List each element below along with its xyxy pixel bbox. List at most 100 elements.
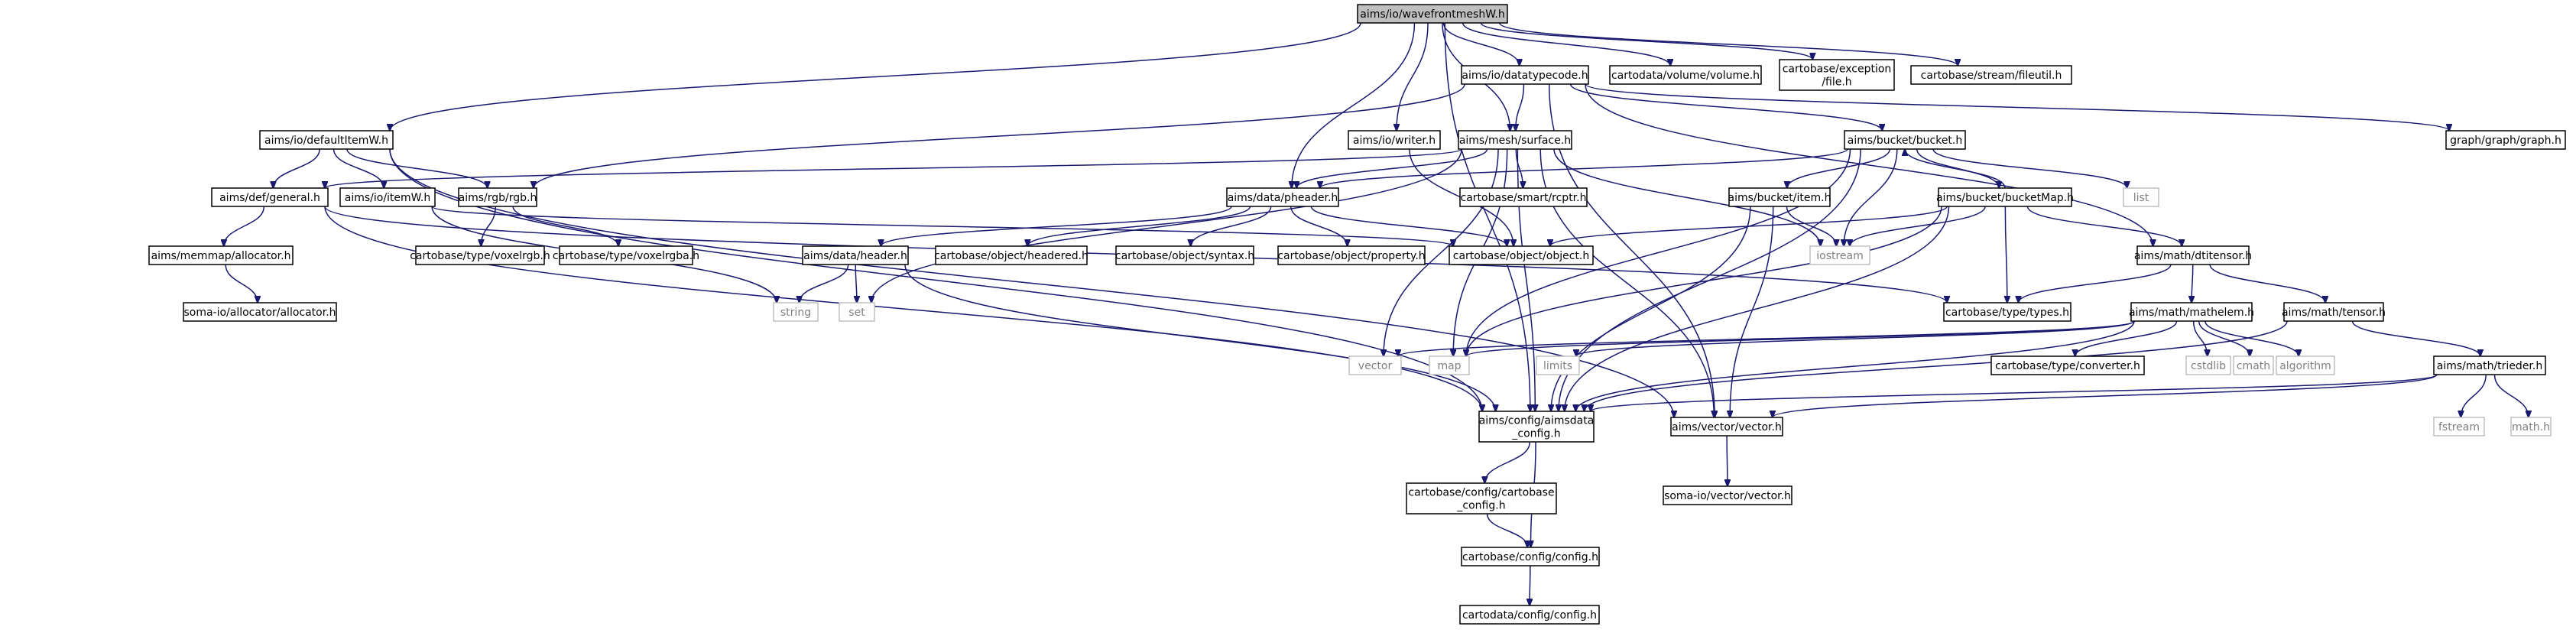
node-header[interactable]: aims/data/header.h bbox=[802, 245, 909, 265]
node-exfile[interactable]: cartobase/exception/file.h bbox=[1779, 59, 1895, 91]
node-fstream[interactable]: fstream bbox=[2433, 417, 2485, 437]
node-vector[interactable]: vector bbox=[1348, 355, 1402, 375]
node-cartobase_config[interactable]: cartobase/config/cartobase_config.h bbox=[1406, 482, 1557, 515]
node-label: aims/mesh/surface.h bbox=[1459, 135, 1571, 147]
node-root[interactable]: aims/io/wavefrontmeshW.h bbox=[1357, 4, 1508, 24]
edge-surface-to-pheader bbox=[1296, 148, 1488, 188]
node-label: aims/data/pheader.h bbox=[1228, 192, 1338, 204]
node-box bbox=[1458, 130, 1572, 150]
node-box bbox=[1406, 482, 1557, 515]
edge-root-to-fileutil bbox=[1498, 22, 1958, 66]
node-box bbox=[2283, 302, 2384, 322]
node-aimsvector[interactable]: aims/vector/vector.h bbox=[1670, 417, 1783, 437]
node-rgb[interactable]: aims/rgb/rgb.h bbox=[458, 187, 537, 207]
node-defaultItemW[interactable]: aims/io/defaultItemW.h bbox=[259, 130, 394, 150]
node-item[interactable]: aims/bucket/item.h bbox=[1728, 187, 1831, 207]
node-surface[interactable]: aims/mesh/surface.h bbox=[1458, 130, 1572, 150]
node-label: limits bbox=[1543, 360, 1572, 372]
edge-trieder-to-aimsvector bbox=[1773, 374, 2438, 417]
node-box bbox=[1844, 130, 1966, 150]
node-box bbox=[1943, 302, 2072, 322]
node-general[interactable]: aims/def/general.h bbox=[211, 187, 329, 207]
node-label: aims/math/tensor.h bbox=[2282, 307, 2386, 319]
edge-header-to-string bbox=[800, 264, 849, 303]
node-bucketMap[interactable]: aims/bucket/bucketMap.h bbox=[1936, 187, 2074, 207]
node-headered[interactable]: cartobase/object/headered.h bbox=[934, 245, 1088, 265]
edge-mathelem-to-algorithm bbox=[2205, 320, 2299, 356]
edge-pheader-to-property bbox=[1290, 206, 1348, 246]
node-box bbox=[1461, 65, 1589, 85]
node-map[interactable]: map bbox=[1429, 355, 1470, 375]
node-trieder[interactable]: aims/math/trieder.h bbox=[2433, 355, 2546, 375]
edge-general-to-allocator bbox=[224, 206, 265, 246]
node-algorithm[interactable]: algorithm bbox=[2276, 355, 2335, 375]
node-object[interactable]: cartobase/object/object.h bbox=[1449, 245, 1594, 265]
node-converter[interactable]: cartobase/type/converter.h bbox=[1990, 355, 2145, 375]
node-box bbox=[1115, 245, 1254, 265]
node-dtitensor[interactable]: aims/math/dtitensor.h bbox=[2134, 245, 2252, 265]
node-cmath[interactable]: cmath bbox=[2233, 355, 2274, 375]
node-string[interactable]: string bbox=[773, 302, 819, 322]
node-label: aims/bucket/item.h bbox=[1728, 192, 1831, 204]
edge-dtitensor-to-mathelem bbox=[2192, 264, 2193, 303]
node-voxelrgba[interactable]: cartobase/type/voxelrgba.h bbox=[553, 245, 699, 265]
edge-root-to-exfile bbox=[1480, 22, 1812, 60]
node-box bbox=[458, 187, 537, 207]
node-somaalloc[interactable]: soma-io/allocator/allocator.h bbox=[183, 302, 337, 322]
node-box bbox=[2276, 355, 2335, 375]
node-cd_config[interactable]: cartodata/config/config.h bbox=[1459, 605, 1600, 625]
node-label: cartobase/exception bbox=[1783, 63, 1892, 76]
node-label: math.h bbox=[2512, 421, 2550, 433]
node-box bbox=[2136, 245, 2250, 265]
node-mathelem[interactable]: aims/math/mathelem.h bbox=[2129, 302, 2254, 322]
edge-root-to-datatypecode bbox=[1442, 22, 1520, 66]
node-somavector[interactable]: soma-io/vector/vector.h bbox=[1663, 485, 1792, 505]
node-cb_config[interactable]: cartobase/config/config.h bbox=[1461, 547, 1600, 566]
node-aimsdata_config[interactable]: aims/config/aimsdata_config.h bbox=[1478, 411, 1595, 443]
edge-allocator-to-somaalloc bbox=[225, 264, 258, 303]
node-set[interactable]: set bbox=[839, 302, 875, 322]
edge-bucket-to-list bbox=[1932, 148, 2127, 188]
node-itemW[interactable]: aims/io/itemW.h bbox=[339, 187, 436, 207]
node-datatypecode[interactable]: aims/io/datatypecode.h bbox=[1461, 65, 1589, 85]
node-iostream[interactable]: iostream bbox=[1809, 245, 1870, 265]
edge-pheader-to-headered bbox=[1027, 206, 1251, 246]
edge-mathelem-to-converter bbox=[2075, 320, 2178, 356]
node-box bbox=[1536, 355, 1580, 375]
edge-bucketMap-to-aimsdata_config bbox=[1565, 206, 1950, 411]
node-graph[interactable]: graph/graph/graph.h bbox=[2445, 130, 2566, 150]
edge-defaultItemW-to-aimsdata_config bbox=[389, 148, 1482, 411]
node-limits[interactable]: limits bbox=[1536, 355, 1580, 375]
node-pheader[interactable]: aims/data/pheader.h bbox=[1226, 187, 1339, 207]
edge-defaultItemW-to-rgb bbox=[346, 148, 488, 188]
node-list[interactable]: list bbox=[2123, 187, 2159, 207]
node-allocator[interactable]: aims/memmap/allocator.h bbox=[148, 245, 294, 265]
node-syntax[interactable]: cartobase/object/syntax.h bbox=[1115, 245, 1254, 265]
node-box bbox=[1938, 187, 2072, 207]
node-mathh[interactable]: math.h bbox=[2510, 417, 2552, 437]
edge-bucketMap-to-iostream bbox=[1850, 206, 1986, 246]
node-types[interactable]: cartobase/type/types.h bbox=[1943, 302, 2072, 322]
node-fileutil[interactable]: cartobase/stream/fileutil.h bbox=[1910, 65, 2072, 85]
node-volume[interactable]: cartodata/volume/volume.h bbox=[1609, 65, 1762, 85]
edge-surface-to-general bbox=[325, 148, 1462, 188]
node-label: aims/def/general.h bbox=[219, 192, 320, 204]
node-label: cartobase/config/config.h bbox=[1462, 551, 1598, 563]
node-box bbox=[1461, 547, 1600, 566]
edge-root-to-volume bbox=[1462, 22, 1670, 66]
edge-aimsdata_config-to-cartobase_config bbox=[1484, 441, 1531, 483]
node-cstdlib[interactable]: cstdlib bbox=[2185, 355, 2231, 375]
node-label: cartobase/type/types.h bbox=[1945, 307, 2069, 319]
edge-pheader-to-syntax bbox=[1191, 206, 1272, 246]
node-box bbox=[1348, 130, 1441, 150]
edge-pheader-to-object bbox=[1310, 206, 1507, 246]
node-tensor[interactable]: aims/math/tensor.h bbox=[2282, 302, 2386, 322]
node-voxelrgb[interactable]: cartobase/type/voxelrgb.h bbox=[410, 245, 550, 265]
node-bucket[interactable]: aims/bucket/bucket.h bbox=[1844, 130, 1966, 150]
node-box bbox=[1348, 355, 1402, 375]
node-property[interactable]: cartobase/object/property.h bbox=[1277, 245, 1426, 265]
node-writer[interactable]: aims/io/writer.h bbox=[1348, 130, 1441, 150]
node-label: aims/math/mathelem.h bbox=[2129, 307, 2254, 319]
node-rcptr[interactable]: cartobase/smart/rcptr.h bbox=[1459, 187, 1588, 207]
edge-trieder-to-fstream bbox=[2461, 374, 2487, 417]
